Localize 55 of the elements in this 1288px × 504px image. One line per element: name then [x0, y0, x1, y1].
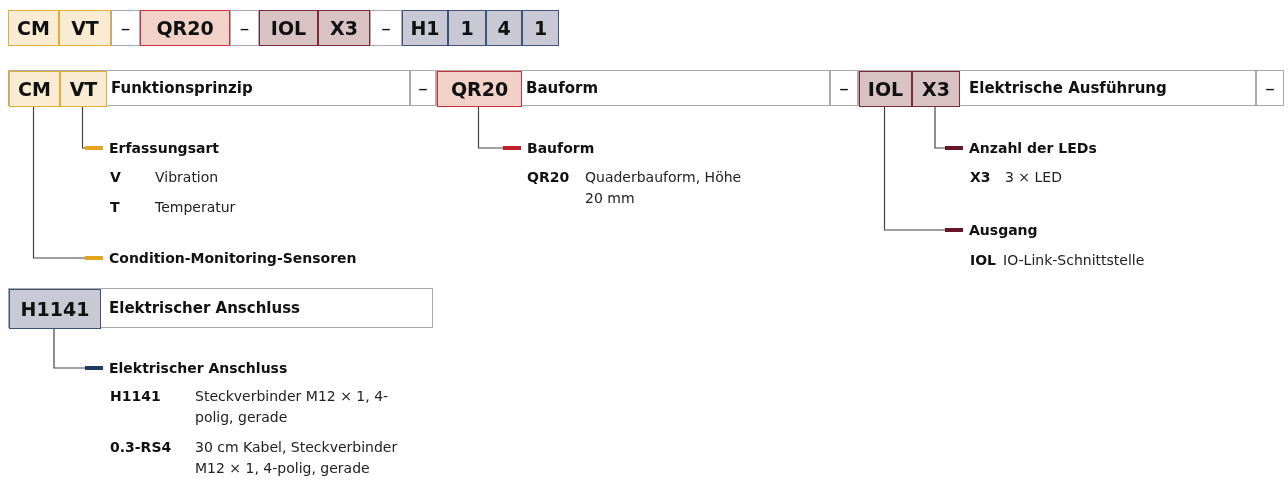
code-box: VT: [60, 71, 107, 107]
section-heading: Bauform: [527, 140, 595, 156]
code-box: H1141: [9, 289, 101, 329]
code-text: QR20: [527, 168, 570, 187]
separator-box: –: [230, 10, 259, 46]
description-text: 30 cm Kabel, Steckverbinder M12 × 1, 4-polig, gerade: [195, 438, 399, 478]
code-text: IOL: [970, 251, 997, 270]
description-text: Temperatur: [155, 198, 236, 217]
separator-box: –: [410, 70, 436, 106]
separator-box: –: [370, 10, 402, 46]
segment-title: Elektrische Ausführung: [969, 78, 1167, 99]
code-text: X3: [970, 168, 991, 187]
code-box: QR20: [140, 10, 230, 46]
leader-line: [934, 105, 946, 149]
segment-box: [8, 70, 410, 106]
segment-box: [858, 70, 1256, 106]
leader-line: [477, 105, 504, 149]
code-box: CM: [9, 71, 60, 107]
separator-box: –: [111, 10, 140, 46]
code-text: H1141: [110, 387, 161, 406]
section-heading: Ausgang: [969, 222, 1038, 238]
code-text: V: [110, 168, 121, 187]
separator-box: –: [830, 70, 858, 106]
segment-box: [436, 70, 830, 106]
section-heading: Erfassungsart: [109, 140, 219, 156]
code-box: QR20: [437, 71, 522, 107]
section-heading: Condition-Monitoring-Sensoren: [109, 250, 357, 266]
code-text: 0.3-RS4: [110, 438, 172, 457]
code-box: CM: [8, 10, 59, 46]
segment-title: Funktionsprinzip: [111, 78, 253, 99]
section-heading: Anzahl der LEDs: [969, 140, 1097, 156]
description-text: 3 × LED: [1005, 168, 1062, 187]
description-text: Vibration: [155, 168, 219, 187]
code-box: 4: [486, 10, 522, 46]
code-box: IOL: [259, 10, 318, 46]
segment-title: Elektrischer Anschluss: [109, 298, 300, 319]
segment-title: Bauform: [526, 78, 599, 99]
code-box: VT: [59, 10, 111, 46]
separator-box: –: [1256, 70, 1284, 106]
segment-box: [8, 288, 433, 328]
code-box: X3: [318, 10, 370, 46]
code-box: IOL: [859, 71, 912, 107]
description-text: Steckverbinder M12 × 1, 4-polig, gerade: [195, 387, 390, 427]
code-box: H1: [402, 10, 448, 46]
code-text: T: [110, 198, 120, 217]
leader-line: [53, 327, 86, 369]
code-box: X3: [912, 71, 960, 107]
description-text: Quaderbauform, Höhe 20 mm: [585, 168, 743, 208]
section-heading: Elektrischer Anschluss: [109, 360, 288, 376]
leader-line: [32, 105, 86, 259]
code-box: 1: [522, 10, 559, 46]
code-box: 1: [448, 10, 486, 46]
description-text: IO-Link-Schnittstelle: [1003, 251, 1145, 270]
leader-line: [883, 105, 946, 231]
leader-line: [81, 105, 86, 149]
